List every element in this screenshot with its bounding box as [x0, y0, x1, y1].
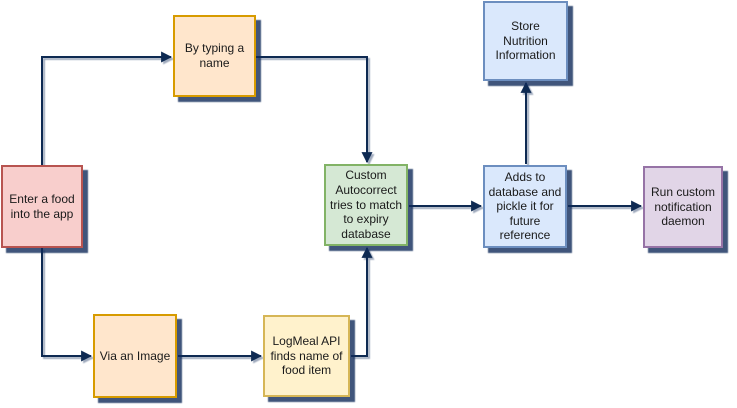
node-logmeal-api-label: LogMeal API finds name of food item	[270, 334, 343, 378]
node-by-typing-a-name-label: By typing a name	[184, 41, 245, 70]
node-run-custom-notification-daemon: Run custom notification daemon	[643, 166, 723, 248]
node-run-custom-notification-daemon-label: Run custom notification daemon	[650, 185, 716, 229]
node-store-nutrition-information: Store Nutrition Information	[483, 1, 568, 81]
node-custom-autocorrect-label: Custom Autocorrect tries to match to exp…	[329, 168, 403, 241]
node-logmeal-api: LogMeal API finds name of food item	[263, 315, 350, 397]
node-enter-food-label: Enter a food into the app	[9, 191, 75, 221]
node-adds-to-database: Adds to database and pickle it for futur…	[483, 165, 567, 248]
node-custom-autocorrect: Custom Autocorrect tries to match to exp…	[324, 164, 408, 246]
node-store-nutrition-information-label: Store Nutrition Information	[495, 19, 556, 63]
node-by-typing-a-name: By typing a name	[173, 15, 256, 97]
node-via-an-image: Via an Image	[93, 314, 177, 398]
node-via-an-image-label: Via an Image	[99, 348, 171, 363]
node-enter-food: Enter a food into the app	[1, 165, 83, 248]
edge-enter-food-to-via-image	[41, 248, 93, 362]
edge-typing-name-to-custom-autocorrect	[256, 56, 373, 164]
node-adds-to-database-label: Adds to database and pickle it for futur…	[488, 169, 562, 243]
edge-enter-food-to-typing-name	[41, 51, 173, 165]
edge-logmeal-api-to-custom-autocorrect	[351, 246, 373, 357]
